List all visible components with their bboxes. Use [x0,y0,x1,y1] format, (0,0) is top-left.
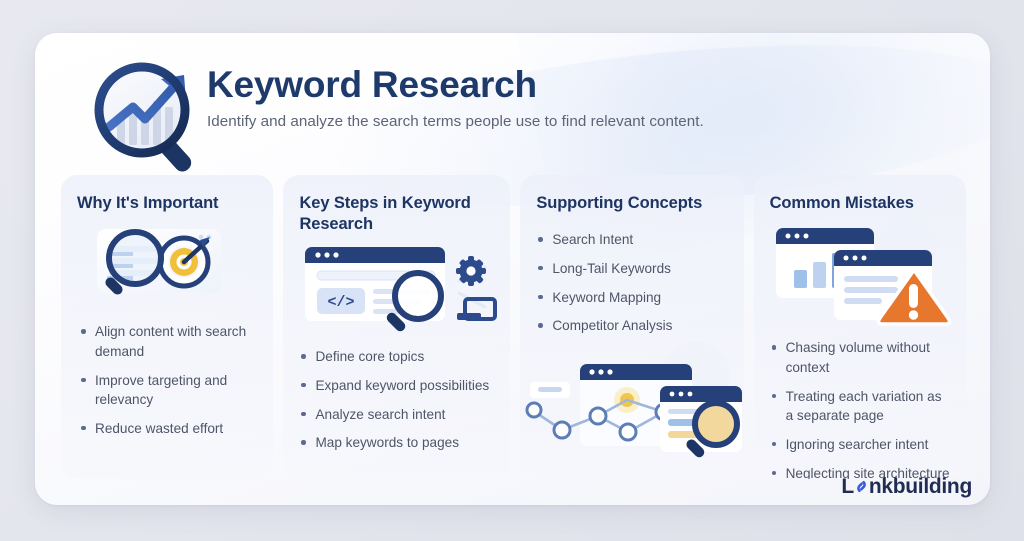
list-item: Analyze search intent [299,405,494,425]
list-item: Map keywords to pages [299,433,494,453]
network-browser-magnifier-icon [525,341,743,464]
page-title: Keyword Research [207,64,537,105]
browser-code-gear-icon: </> [299,241,498,333]
column-why-its-important: Why It's Important [61,175,274,479]
list-item: Align content with search demand [79,322,257,361]
bullet-list: Define core topics Expand keyword possib… [299,347,494,453]
infographic-card: Keyword Research Identify and analyze th… [35,33,990,505]
magnifier-target-icon [83,224,257,304]
list-item: Long-Tail Keywords [536,259,727,279]
list-item: Reduce wasted effort [79,419,257,439]
list-item: Neglecting site architecture [770,464,950,479]
svg-text:</>: </> [328,294,355,311]
brand-prefix: L [841,475,854,498]
list-item: Expand keyword possibilities [299,376,494,396]
browser-chart-warning-icon [770,214,951,326]
column-title: Why It's Important [77,194,219,212]
list-item: Define core topics [299,347,494,367]
column-title: Supporting Concepts [536,194,703,212]
list-item: Chasing volume without context [770,338,950,377]
header: Keyword Research Identify and analyze th… [35,33,990,173]
brand-logo: L nkbuilding [841,475,972,499]
list-item: Search Intent [536,230,727,250]
brand-suffix: nkbuilding [868,475,972,498]
page-subtitle: Identify and analyze the search terms pe… [207,113,704,131]
column-title: Key Steps in Keyword Research [299,194,471,234]
list-item: Competitor Analysis [536,316,727,336]
magnifier-chart-icon [87,55,219,173]
column-key-steps: Key Steps in Keyword Research </> [283,175,511,479]
list-item: Improve targeting and relevancy [79,371,257,410]
bullet-list: Search Intent Long-Tail Keywords Keyword… [536,230,727,336]
title-block: Keyword Research Identify and analyze th… [207,65,704,130]
columns-container: Why It's Important [61,175,967,479]
chain-link-icon [854,478,869,495]
list-item: Ignoring searcher intent [770,435,950,455]
column-title: Common Mistakes [769,194,914,212]
bullet-list: Chasing volume without context Treating … [770,338,950,479]
column-supporting-concepts: Supporting Concepts Search Intent Long-T… [520,175,744,479]
bullet-list: Align content with search demand Improve… [79,322,257,439]
column-common-mistakes: Common Mistakes [753,175,967,479]
list-item: Keyword Mapping [536,288,727,308]
list-item: Treating each variation as a separate pa… [770,387,950,426]
